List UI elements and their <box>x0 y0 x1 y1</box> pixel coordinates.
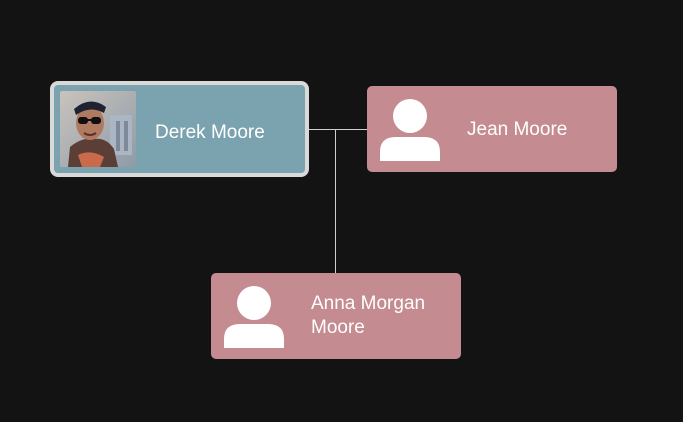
spouse-connector-line <box>309 129 368 130</box>
person-card-jean-moore[interactable]: Jean Moore <box>367 86 617 172</box>
person-name: Derek Moore <box>155 122 265 143</box>
person-card-derek-moore[interactable]: Derek Moore <box>50 81 309 177</box>
person-card-anna-morgan-moore[interactable]: Anna Morgan Moore <box>211 273 461 359</box>
person-placeholder-icon <box>380 99 440 161</box>
person-placeholder-icon <box>224 286 284 348</box>
person-name: Jean Moore <box>467 119 568 140</box>
person-name: Anna Morgan Moore <box>311 293 426 338</box>
child-connector-line <box>335 129 336 274</box>
profile-photo <box>60 91 136 167</box>
